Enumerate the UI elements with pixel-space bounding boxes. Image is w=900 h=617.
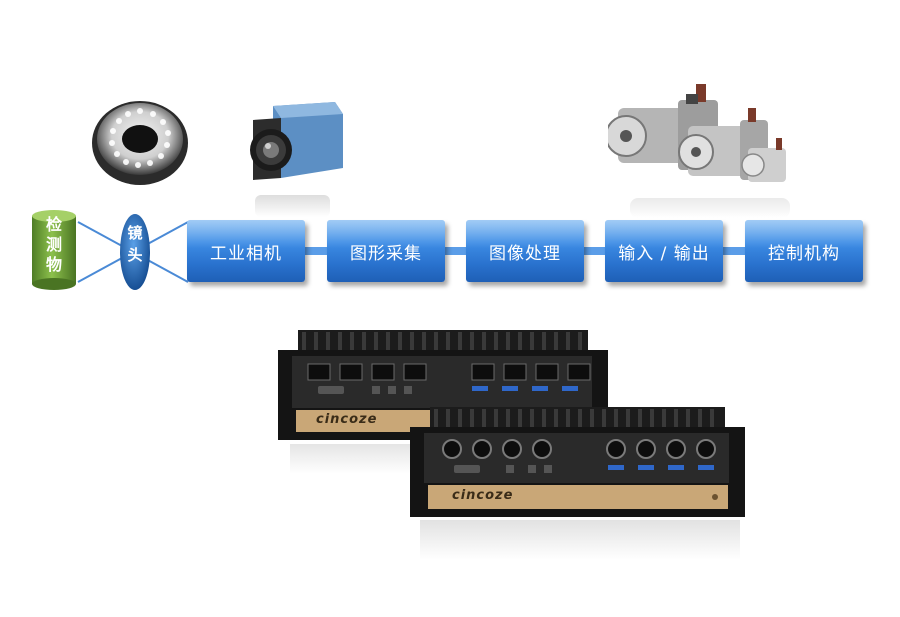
step-control-mechanism: 控制机构: [745, 220, 863, 282]
pc-front-reflection: [420, 520, 740, 560]
step-input-output: 输入 / 输出: [605, 220, 723, 282]
lens-label: 镜 头: [127, 224, 143, 264]
connector-2: [444, 247, 469, 255]
brand-back: cincoze: [316, 412, 378, 427]
embedded-pc-front: [410, 407, 745, 517]
lens-ellipse: [120, 214, 150, 290]
pc-back-reflection: [290, 444, 410, 474]
connector-1: [305, 247, 330, 255]
industrial-camera-image: [250, 102, 343, 180]
connector-3: [583, 247, 608, 255]
step-image-acquisition: 图形采集: [327, 220, 445, 282]
connector-4: [722, 247, 747, 255]
step-image-processing: 图像处理: [466, 220, 584, 282]
camera-reflection: [255, 195, 330, 217]
motor-reflection: [630, 198, 790, 218]
object-cylinder: [32, 210, 76, 290]
brand-front: cincoze: [452, 488, 514, 503]
ring-light-image: [92, 101, 188, 185]
object-label: 检 测 物: [45, 215, 62, 274]
optics-diagram: [32, 210, 189, 290]
step-industrial-camera: 工业相机: [187, 220, 305, 282]
servo-motors-image: [608, 84, 786, 182]
